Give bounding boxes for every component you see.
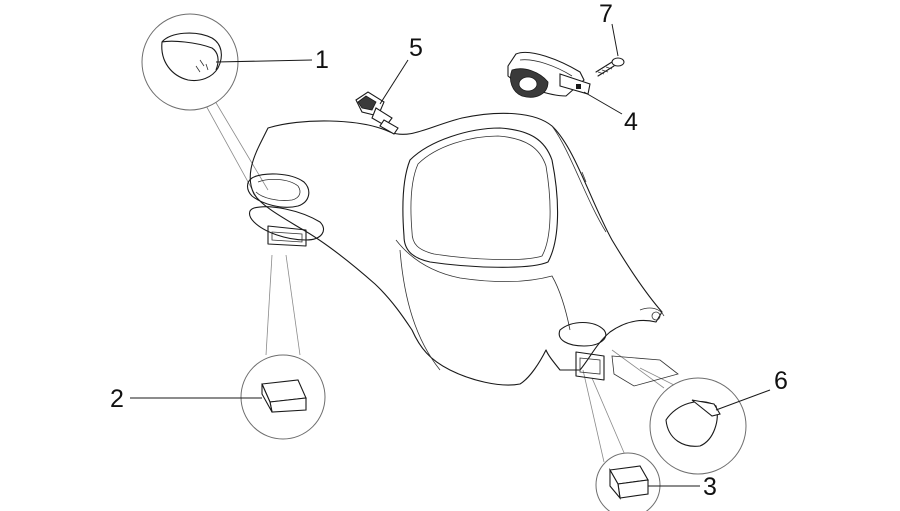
callout-circle-3 — [595, 452, 661, 511]
part-7-screw — [595, 57, 625, 77]
callout-circle-2 — [240, 354, 326, 440]
callout-label-6: 6 — [774, 367, 788, 395]
callout-label-2: 2 — [110, 385, 124, 413]
callout-label-7: 7 — [599, 0, 613, 28]
callout-label-4: 4 — [624, 108, 638, 136]
leader-lines — [130, 23, 771, 487]
callout-circle-6 — [649, 377, 747, 475]
part-5-sensor — [355, 91, 399, 135]
handlebar-cover — [246, 112, 679, 387]
zoom-lines — [203, 95, 689, 463]
callout-label-5: 5 — [409, 34, 423, 62]
part-4-bracket — [507, 51, 591, 98]
callout-label-1: 1 — [315, 46, 329, 74]
callout-numbers: 1 2 3 4 5 6 7 — [110, 0, 788, 501]
callout-circle-1 — [141, 13, 239, 111]
callout-label-3: 3 — [703, 473, 717, 501]
